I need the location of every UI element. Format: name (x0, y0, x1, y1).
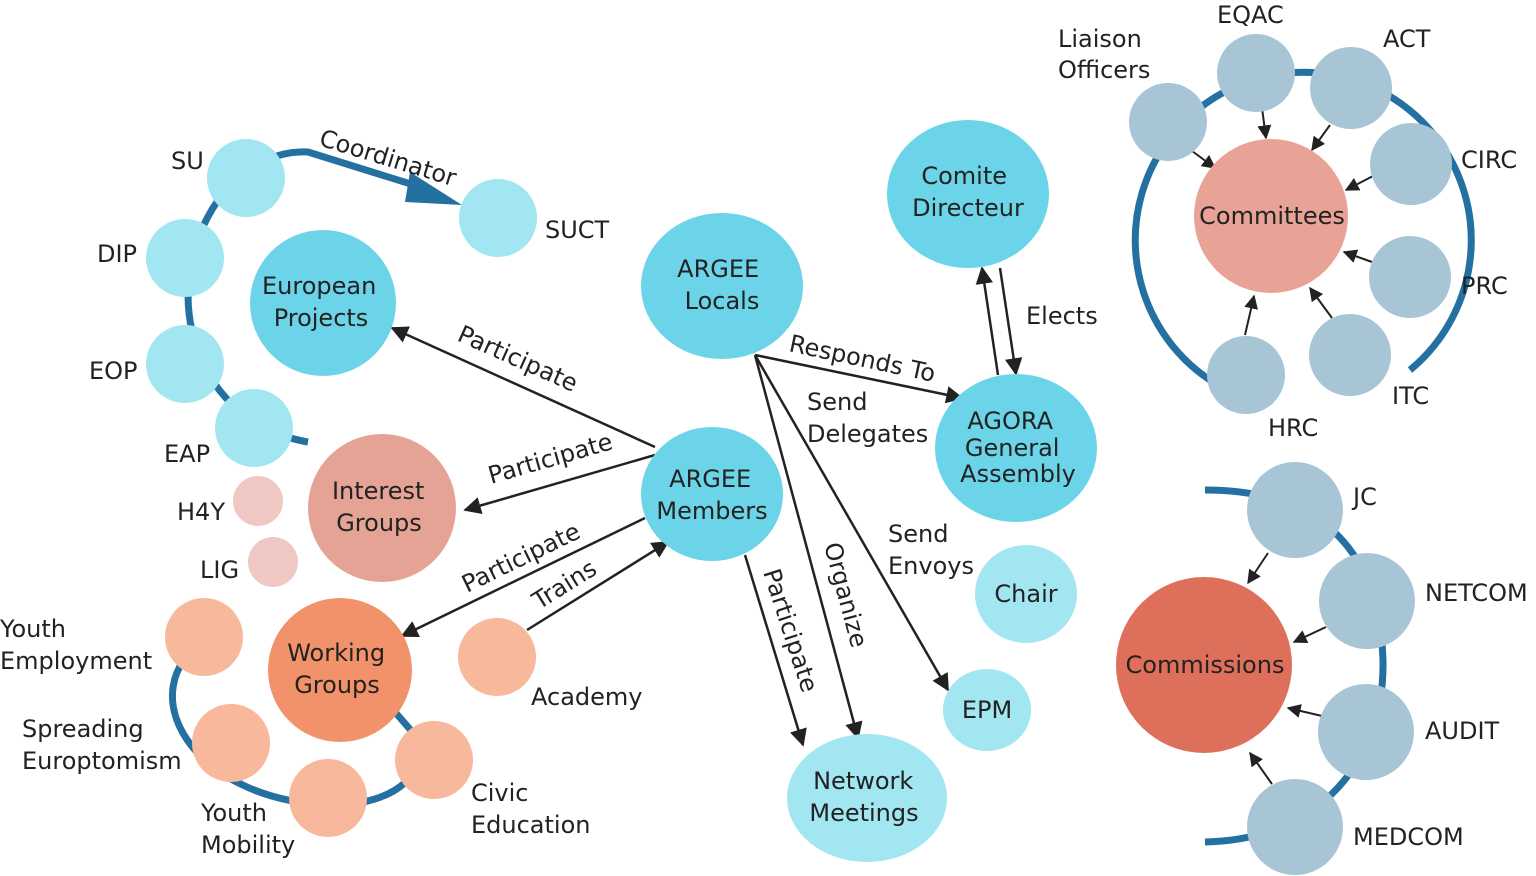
su-circle (207, 139, 285, 217)
comite-directeur-label: Comite Directeur (912, 162, 1024, 222)
arrow-medcom-to-commissions (1249, 751, 1273, 785)
audit-circle (1318, 684, 1414, 780)
participate-interest-groups-label: Participate (485, 428, 616, 490)
arrow-audit-to-commissions (1286, 704, 1323, 718)
elects-edge-label: Elects (1026, 302, 1098, 330)
eap-label: EAP (164, 440, 210, 468)
itc-circle (1309, 314, 1391, 396)
arrow-locals-to-agora (754, 353, 964, 404)
su-label: SU (171, 147, 204, 175)
arrow-itc-to-committees (1309, 286, 1333, 319)
argee-members-label: ARGEE Members (656, 465, 767, 525)
arrow-eqac-to-committees (1257, 107, 1272, 140)
coordinator-arrowhead (405, 172, 462, 205)
academy-circle (458, 618, 536, 696)
arrow-jc-to-commissions (1247, 552, 1269, 585)
youth-mobility-label: Youth Mobility (200, 799, 295, 859)
chair-node (975, 545, 1077, 643)
arrow-locals-to-network-meetings (753, 354, 863, 740)
h4y-circle (233, 476, 283, 526)
youth-mobility-circle (289, 759, 367, 837)
comite-directeur-node (887, 120, 1049, 268)
arrow-members-to-european-projects (390, 326, 656, 449)
itc-label: ITC (1392, 382, 1429, 410)
arrow-academy-to-members (526, 540, 670, 632)
dip-label: DIP (97, 240, 137, 268)
eop-label: EOP (89, 357, 138, 385)
act-circle (1310, 47, 1392, 129)
commissions-node (1116, 577, 1292, 753)
argee-locals-node (641, 213, 803, 359)
circ-label: CIRC (1461, 146, 1517, 174)
h4y-label: H4Y (177, 498, 225, 526)
circ-circle (1370, 123, 1452, 205)
arrow-act-to-committees (1311, 124, 1331, 152)
epm-label: EPM (962, 696, 1012, 724)
lig-label: LIG (200, 556, 239, 584)
netcom-circle (1319, 553, 1415, 649)
hrc-label: HRC (1268, 414, 1318, 442)
interest-groups-label: Interest Groups (332, 477, 432, 537)
arrow-circ-to-committees (1344, 174, 1376, 191)
arrow-netcom-to-commissions (1292, 626, 1327, 643)
audit-label: AUDIT (1425, 717, 1500, 745)
jc-label: JC (1351, 483, 1377, 511)
committees-label: Committees (1199, 202, 1345, 230)
academy-label: Academy (531, 683, 642, 711)
arrow-prc-to-committees (1342, 249, 1373, 263)
arrow-hrc-to-committees (1244, 294, 1258, 336)
working-groups-label: Working Groups (287, 639, 393, 699)
eqac-circle (1217, 34, 1295, 112)
epm-node (943, 669, 1031, 751)
eap-circle (215, 389, 293, 467)
agora-node (935, 374, 1097, 522)
argee-locals-label: ARGEE Locals (677, 255, 767, 315)
european-projects-node (250, 230, 396, 376)
commissions-label: Commissions (1126, 651, 1285, 679)
interest-groups-node (308, 434, 456, 582)
prc-circle (1369, 236, 1451, 318)
lig-circle (248, 537, 298, 587)
arrow-locals-to-epm (753, 354, 950, 692)
civic-education-circle (395, 721, 473, 799)
prc-label: PRC (1461, 272, 1508, 300)
spreading-europtomism-circle (192, 704, 270, 782)
arrow-comite-to-agora (998, 267, 1023, 376)
agora-label: AGORA General Assembly (960, 407, 1076, 488)
argee-members-node (641, 427, 783, 561)
committees-node (1194, 139, 1348, 293)
arrow-members-to-interest-groups (463, 453, 656, 515)
liaison-officers-circle (1129, 83, 1207, 161)
network-meetings-node (787, 734, 947, 862)
responds-to-edge-label: Responds To (787, 329, 938, 387)
hrc-circle (1207, 336, 1285, 414)
youth-employment-label: Youth Employment (0, 615, 152, 675)
organize-edge-label: Organize (818, 539, 873, 650)
jc-circle (1247, 462, 1343, 558)
chair-label: Chair (994, 580, 1057, 608)
spreading-europtomism-label: Spreading Europtomism (22, 715, 182, 775)
european-projects-label: European Projects (262, 272, 384, 332)
arrow-members-to-network-meetings (743, 554, 807, 747)
liaison-officers-label: Liaison Officers (1058, 25, 1150, 84)
eqac-label: EQAC (1217, 1, 1284, 29)
suct-label: SUCT (545, 216, 610, 244)
netcom-label: NETCOM (1425, 579, 1528, 607)
send-delegates-edge-label: Send Delegates (807, 388, 928, 448)
medcom-label: MEDCOM (1353, 823, 1464, 851)
suct-circle (459, 179, 537, 257)
dip-circle (146, 219, 224, 297)
act-label: ACT (1383, 25, 1431, 53)
arrow-agora-to-comite (975, 266, 1000, 376)
medcom-circle (1247, 779, 1343, 875)
arrow-members-to-working-groups (400, 516, 646, 638)
youth-employment-circle (165, 598, 243, 676)
network-meetings-label: Network Meetings (809, 767, 921, 827)
eop-circle (146, 325, 224, 403)
civic-education-label: Civic Education (471, 779, 590, 839)
send-envoys-edge-label: Send Envoys (888, 520, 974, 580)
working-groups-node (268, 598, 412, 742)
